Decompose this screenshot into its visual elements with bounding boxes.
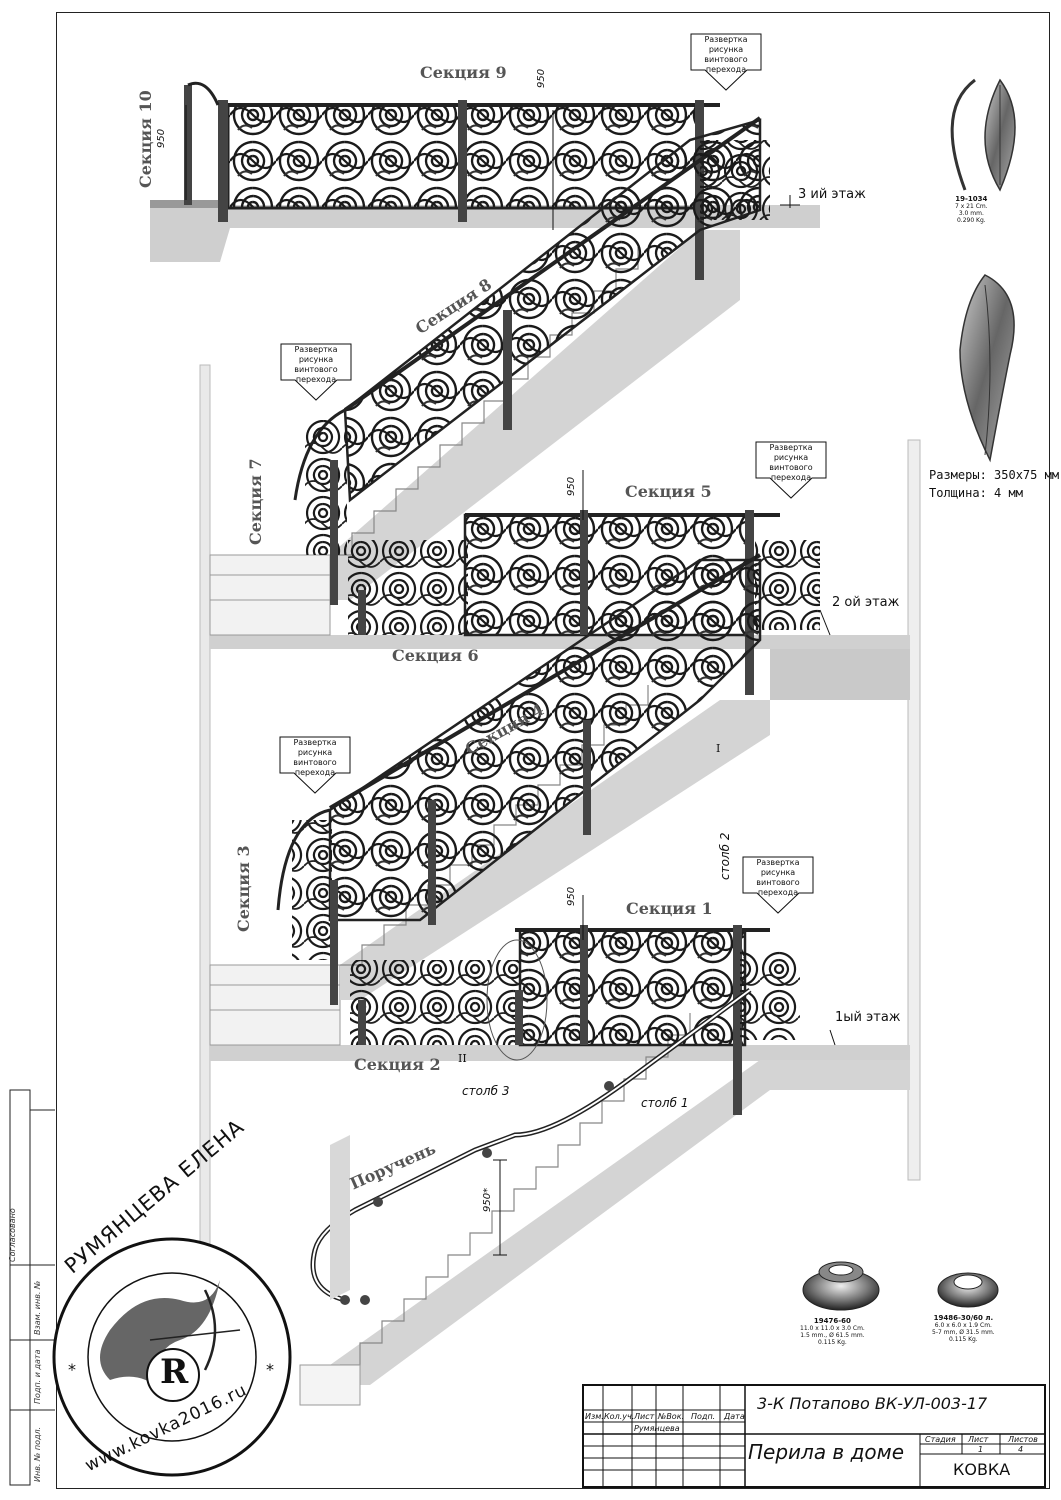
dim-950-s5: 950 xyxy=(566,476,577,496)
leaf-part-1-size: 7 x 21 Cm. xyxy=(955,203,988,210)
callout-spiral-1: Развертка рисунка винтового перехода xyxy=(687,32,765,91)
margin-inv-podl: Инв. № подл. xyxy=(33,1426,42,1482)
dim-950-s1: 950 xyxy=(566,886,577,906)
tb-header-nvok: №Вок. xyxy=(658,1412,685,1421)
callout-spiral-3: Развертка рисунка винтового перехода xyxy=(752,440,830,499)
tb-header-podp: Подп. xyxy=(691,1412,716,1421)
callout-text: Развертка рисунка винтового перехода xyxy=(294,345,338,384)
callout-spiral-4: Развертка рисунка винтового перехода xyxy=(276,735,354,794)
section-2-label: Секция 2 xyxy=(354,1055,441,1074)
ring-part-2-code: 19486-30/60 л. xyxy=(933,1314,994,1322)
section-10-label: Секция 10 xyxy=(136,90,155,188)
floor-3-label: 3 ий этаж xyxy=(798,187,866,202)
tb-sheet-label: Лист xyxy=(968,1435,989,1444)
callout-text: Развертка рисунка винтового перехода xyxy=(293,738,337,777)
ring-part-1-caption: 19476-60 11.0 x 11.0 x 3.0 Cm. 1.5 mm., … xyxy=(800,1317,865,1347)
post-1-label: столб 1 xyxy=(641,1096,689,1110)
post-3-label: столб 3 xyxy=(462,1084,510,1098)
leaf-part-1-code: 19-1034 xyxy=(955,195,988,203)
leaf-part-2-spec: Размеры: 350х75 мм Толщина: 4 мм xyxy=(929,466,1059,502)
floor-1-label: 1ый этаж xyxy=(835,1010,901,1025)
ring-part-1 xyxy=(802,1261,880,1311)
section-3-label: Секция 3 xyxy=(234,845,253,932)
tb-header-list: Лист xyxy=(634,1412,655,1421)
leaf-part-1-weight: 0.290 Kg. xyxy=(956,217,986,224)
section-9-label: Секция 9 xyxy=(420,63,507,82)
author-stamp-graphic xyxy=(52,1237,292,1477)
railing-section-10 xyxy=(184,81,220,205)
flight-bottom xyxy=(299,1013,910,1406)
callout-text: Развертка рисунка винтового перехода xyxy=(704,35,748,74)
dim-950-s10: 950 xyxy=(156,128,167,148)
railing-section-6 xyxy=(348,540,468,635)
railing-section-9 xyxy=(218,100,720,280)
floor-2-label: 2 ой этаж xyxy=(832,595,900,610)
section-6-label: Секция 6 xyxy=(392,646,479,665)
leaf-part-2-size: Размеры: 350х75 мм xyxy=(929,468,1060,482)
tb-sheets-label: Листов xyxy=(1008,1435,1038,1444)
ring-part-2-size: 6.0 x 6.0 x 1.9 Cm. xyxy=(934,1322,992,1329)
railing-section-7 xyxy=(305,420,347,605)
handrail xyxy=(310,987,752,1305)
ring-part-2-weight: 0.115 Kg. xyxy=(948,1336,978,1343)
tb-author: Румянцева xyxy=(634,1424,680,1433)
dim-950-s9: 950 xyxy=(536,68,547,88)
leaf-part-1 xyxy=(950,78,1016,192)
tb-sheet-value: 1 xyxy=(978,1445,984,1454)
section-1-label: Секция 1 xyxy=(626,899,713,918)
railing-section-1 xyxy=(515,925,770,1115)
section-5-label: Секция 5 xyxy=(625,482,712,501)
drawing-code: 3-К Потапово ВК-УЛ-003-17 xyxy=(757,1394,988,1413)
callout-spiral-2: Развертка рисунка винтового перехода xyxy=(277,342,355,401)
callout-text: Развертка рисунка винтового перехода xyxy=(756,858,800,897)
section-7-label: Секция 7 xyxy=(246,458,265,545)
ring-part-1-thickness: 1.5 mm., Ø 61.5 mm. xyxy=(800,1332,865,1339)
detail-ii-mark: II xyxy=(458,1052,467,1065)
drawing-title: Перила в доме xyxy=(748,1440,905,1464)
ring-part-2-caption: 19486-30/60 л. 6.0 x 6.0 x 1.9 Cm. 5-7 m… xyxy=(932,1314,995,1344)
margin-inv-zam: Взам. инв. № xyxy=(33,1280,42,1335)
railing-section-4 xyxy=(328,553,762,925)
ring-part-1-weight: 0.115 Kg. xyxy=(818,1339,847,1346)
ring-part-1-code: 19476-60 xyxy=(813,1317,851,1325)
stamp-star-left: * xyxy=(68,1360,76,1379)
dim-950-handrail: 950* xyxy=(482,1187,493,1212)
leaf-part-2 xyxy=(959,274,1015,463)
tb-header-koluch: Кол.уч. xyxy=(604,1412,635,1421)
ring-part-1-size: 11.0 x 11.0 x 3.0 Cm. xyxy=(800,1325,865,1332)
detail-i-mark: I xyxy=(716,742,721,755)
leaf-part-1-thickness: 3.0 mm. xyxy=(958,210,984,217)
margin-podp-data: Подп. и дата xyxy=(33,1349,42,1405)
tb-header-data: Дата xyxy=(724,1412,745,1421)
tb-stage-label: Стадия xyxy=(925,1435,956,1444)
tb-header-izm: Изм. xyxy=(585,1412,604,1421)
leaf-part-2-thickness: Толщина: 4 мм xyxy=(929,486,1023,500)
post-2-label: столб 2 xyxy=(718,832,732,880)
drawing-kovka: КОВКА xyxy=(953,1460,1011,1479)
railing-section-2 xyxy=(350,939,548,1061)
stamp-letter: R xyxy=(160,1352,189,1392)
tb-sheets-value: 4 xyxy=(1018,1445,1024,1454)
ring-part-2-thickness: 5-7 mm, Ø 31.5 mm. xyxy=(932,1329,995,1336)
floor-slab-1 xyxy=(210,1045,910,1061)
ring-part-2 xyxy=(937,1272,999,1308)
leaf-part-1-caption: 19-1034 7 x 21 Cm. 3.0 mm. 0.290 Kg. xyxy=(955,195,988,225)
callout-text: Развертка рисунка винтового перехода xyxy=(769,443,813,482)
railing-section-3 xyxy=(276,808,338,1005)
title-block-grid xyxy=(582,1384,1046,1488)
stamp-star-right: * xyxy=(266,1360,274,1379)
drawing-frame xyxy=(56,12,1050,1489)
margin-agreed: Согласовано xyxy=(8,1208,17,1262)
callout-spiral-5: Развертка рисунка винтового перехода xyxy=(739,855,817,914)
